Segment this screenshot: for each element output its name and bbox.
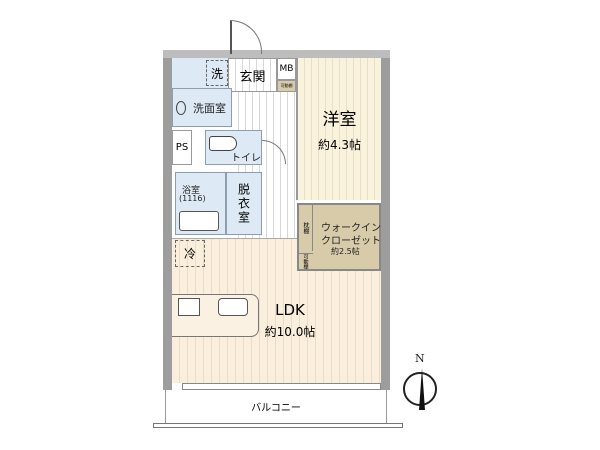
exterior-wall-right [381,50,390,390]
bathroom-size: (1116) [179,194,206,203]
wic-shelf-label: 可動棚 [302,254,309,269]
window-sash[interactable] [182,383,381,390]
entrance-door[interactable] [230,20,262,54]
exterior-wall-left [163,50,172,390]
laundry-label: 洗 [210,66,223,81]
ldk-name: LDK [275,301,305,319]
bathroom: 浴室 (1116) [175,172,226,235]
western-room-size: 約4.3帖 [317,138,362,152]
exterior-wall-top [163,50,390,58]
pillow-shelf: 枕棚 [299,205,313,251]
bathtub-icon [179,211,219,231]
mb-label: MB [279,64,294,74]
ps-label: PS [175,142,189,153]
entrance-label: 玄関 [239,69,266,85]
washroom-label: 洗面室 [193,102,226,115]
mb-shelf: 可動棚 [277,80,296,92]
ldk-size: 約10.0帖 [264,325,316,339]
wic-shelf: 可動棚 [299,253,313,269]
western-room-name: 洋室 [322,110,357,130]
balcony-label: バルコニー [251,403,301,414]
bathroom-label: 浴室 [182,186,201,196]
sink-icon [218,298,248,316]
pillow-shelf-label: 枕棚 [302,222,309,234]
fridge-label: 冷 [183,247,196,261]
washing-machine-space: 洗 [206,60,228,86]
kitchen-counter [172,294,259,337]
dressing-label: 脱衣室 [236,182,251,225]
stove-icon [178,298,200,316]
mb-shelf-label: 可動棚 [280,83,293,88]
wic-name-line1: ウォークイン [321,223,381,234]
entrance: 玄関 [228,58,277,92]
balcony-railing [153,423,403,428]
sink-icon [176,101,186,115]
toilet-label: トイレ [231,153,261,164]
toilet-icon [209,136,237,151]
walk-in-closet: 枕棚 可動棚 ウォークイン クローゼット 約2.5帖 [297,203,381,271]
laundry-area: 洗 [172,58,228,88]
compass-icon [403,368,437,410]
compass-north-label: N [415,352,425,365]
meter-box: MB [277,58,296,80]
balcony: バルコニー [165,390,387,423]
pipe-space: PS [172,130,192,165]
dressing-room: 脱衣室 [226,172,262,235]
toilet: トイレ [205,130,262,165]
wic-size: 約2.5帖 [331,247,360,256]
wic-name-line2: クローゼット [321,236,381,247]
western-room: 洋室 約4.3帖 [296,58,381,200]
ldk-label-group: LDK 約10.0帖 [245,298,335,343]
washroom: 洗面室 [172,88,232,127]
fridge-space: 冷 [175,240,205,267]
